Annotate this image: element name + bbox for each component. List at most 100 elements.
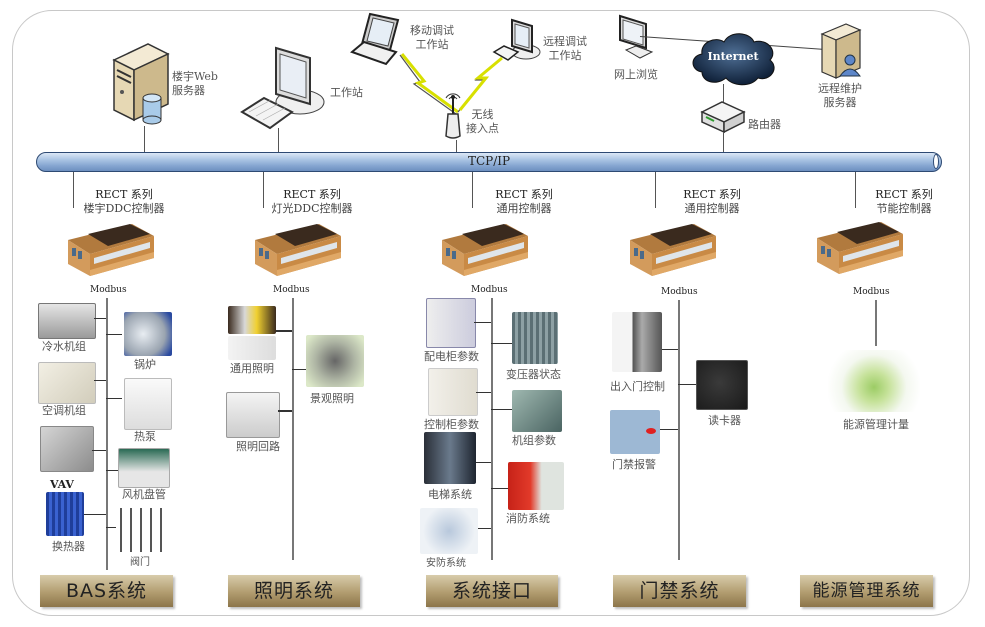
- connector: [276, 330, 292, 332]
- controller-label-3: RECT 系列通用控制器: [495, 188, 553, 215]
- device-label: 风机盘管: [122, 488, 166, 501]
- tcp-ip-bus: TCP/IP: [36, 152, 942, 172]
- ahu-image: [38, 362, 96, 404]
- controller-device-icon: [255, 224, 341, 276]
- device-label: VAV: [50, 478, 74, 491]
- connector: [106, 334, 122, 335]
- connector: [723, 132, 724, 153]
- connector: [73, 172, 74, 208]
- connector: [662, 349, 678, 350]
- connector: [474, 322, 491, 323]
- connector: [106, 398, 122, 399]
- connector: [476, 462, 491, 463]
- device-label: 通用照明: [230, 362, 274, 375]
- mobile-debug-label: 移动调试工作站: [410, 24, 454, 51]
- controller-label-1: RECT 系列楼宇DDC控制器: [83, 188, 165, 215]
- connector: [94, 380, 106, 381]
- connector: [292, 369, 306, 370]
- workstation-label: 工作站: [330, 86, 363, 99]
- device-label: 安防系统: [426, 558, 466, 569]
- vav-image: [40, 426, 94, 472]
- bus-line-bas: [106, 298, 108, 570]
- modbus-label: Modbus: [661, 287, 698, 297]
- heat-exchanger-image: [46, 492, 84, 536]
- device-label: 变压器状态: [506, 368, 561, 381]
- chiller-image: [38, 303, 96, 339]
- connector: [472, 172, 473, 208]
- device-label: 换热器: [52, 540, 85, 553]
- door-control-image: [612, 312, 662, 372]
- device-label: 阀门: [130, 557, 150, 568]
- bus-line-energy: [875, 300, 877, 346]
- bus-line-lighting: [292, 298, 294, 560]
- connector: [491, 343, 512, 344]
- device-label: 机组参数: [512, 434, 556, 447]
- device-label: 消防系统: [506, 512, 550, 525]
- device-label: 电梯系统: [428, 488, 472, 501]
- connector: [84, 514, 106, 515]
- internet-label: Internet: [707, 50, 759, 63]
- elevator-image: [424, 432, 476, 484]
- lighting-system-button[interactable]: 照明系统: [228, 575, 360, 607]
- bus-line-access: [678, 300, 680, 560]
- energy-metering-image: [828, 350, 920, 412]
- bas-system-button[interactable]: BAS系统: [40, 575, 173, 607]
- device-label: 能源管理计量: [843, 418, 909, 431]
- connector: [278, 128, 279, 153]
- connector: [278, 410, 292, 412]
- valves-image: [116, 508, 168, 552]
- remote-debug-computer-icon: [492, 18, 541, 61]
- connector: [660, 429, 678, 430]
- connector: [655, 172, 656, 208]
- device-label: 景观照明: [310, 392, 354, 405]
- connector: [476, 392, 491, 393]
- web-browse-label: 网上浏览: [614, 68, 658, 81]
- tcp-ip-label: TCP/IP: [467, 154, 511, 168]
- controller-device-icon: [817, 222, 903, 274]
- connector: [491, 409, 512, 410]
- connector: [491, 488, 508, 489]
- energy-management-button[interactable]: 能源管理系统: [800, 575, 933, 607]
- wireless-ap-label: 无线接入点: [466, 108, 499, 135]
- router-label: 路由器: [748, 118, 781, 131]
- connector: [456, 140, 457, 153]
- connector: [92, 450, 106, 451]
- bulbs-image: [228, 306, 276, 334]
- controller-device-icon: [630, 224, 716, 276]
- landscape-lights-image: [306, 335, 364, 387]
- security-system-image: [420, 508, 478, 554]
- device-label: 门禁报警: [612, 458, 656, 471]
- connector: [478, 528, 491, 529]
- laptop-icon: [350, 12, 400, 66]
- connector: [678, 384, 696, 385]
- server-user-icon: [820, 23, 862, 79]
- device-label: 冷水机组: [42, 340, 86, 353]
- device-label: 出入门控制: [610, 380, 665, 393]
- access-control-button[interactable]: 门禁系统: [613, 575, 746, 607]
- device-label: 读卡器: [708, 414, 741, 427]
- distribution-cabinet-image: [426, 298, 476, 348]
- modbus-label: Modbus: [471, 285, 508, 295]
- connector: [855, 172, 856, 208]
- diagram-frame: [12, 10, 970, 616]
- chiller-unit-image: [512, 390, 562, 432]
- connector: [723, 84, 724, 102]
- bulbs-white-image: [228, 336, 276, 360]
- device-label: 锅炉: [134, 358, 156, 371]
- device-label: 控制柜参数: [424, 418, 479, 431]
- fan-coil-image: [118, 448, 170, 488]
- controller-device-icon: [442, 224, 528, 276]
- device-label: 空调机组: [42, 404, 86, 417]
- device-label: 配电柜参数: [424, 350, 479, 363]
- device-label: 热泵: [134, 430, 156, 443]
- wireless-link-icon: [399, 53, 503, 115]
- control-cabinet-image: [428, 368, 478, 416]
- fire-system-image: [508, 462, 564, 510]
- system-interface-button[interactable]: 系统接口: [426, 575, 558, 607]
- heat-pump-image: [124, 378, 172, 430]
- router-icon: [700, 101, 746, 134]
- connector: [144, 126, 145, 153]
- controller-label-2: RECT 系列灯光DDC控制器: [271, 188, 353, 215]
- boiler-image: [124, 312, 172, 356]
